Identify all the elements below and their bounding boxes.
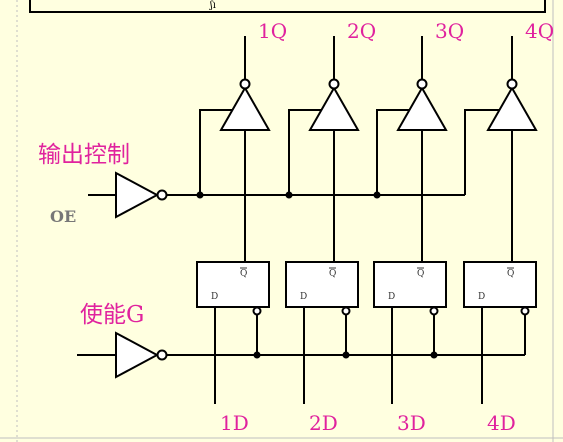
junction-dot [196, 191, 204, 199]
stage-4: Q D 4Q 4D [463, 19, 554, 435]
d-pin-label: D [211, 292, 218, 302]
output-2q-label: 2Q [347, 19, 376, 43]
output-3q-label: 3Q [435, 19, 464, 43]
output-1q-label: 1Q [258, 19, 287, 43]
latch-1 [196, 261, 270, 308]
input-1d-label: 1D [220, 411, 249, 435]
d-pin-label: D [478, 292, 485, 302]
qbar-label: Q [329, 269, 336, 279]
stage-1: Q D 1Q 1D [196, 19, 287, 435]
latch-4 [463, 261, 537, 308]
qbar-label: Q [417, 269, 424, 279]
qbar-label: Q [240, 269, 247, 279]
input-2d-label: 2D [309, 411, 338, 435]
top-frame-fragment: ʃı [209, 0, 216, 11]
latch-2 [285, 261, 359, 308]
latch-3 [373, 261, 447, 308]
stage-3: Q D 3Q 3D [373, 19, 464, 435]
oe-label: OE [50, 207, 76, 226]
stage-2: Q D 2Q 2D [285, 19, 376, 435]
qbar-label: Q [507, 269, 514, 279]
input-4d-label: 4D [487, 411, 516, 435]
enable-label: 使能G [80, 302, 144, 328]
oe-inverter [88, 171, 465, 219]
output-control-label: 输出控制 [38, 142, 130, 168]
d-pin-label: D [388, 292, 395, 302]
enable-inverter [77, 331, 525, 379]
input-3d-label: 3D [397, 411, 426, 435]
output-4q-label: 4Q [525, 19, 554, 43]
top-frame-box [29, 0, 546, 13]
d-pin-label: D [300, 292, 307, 302]
